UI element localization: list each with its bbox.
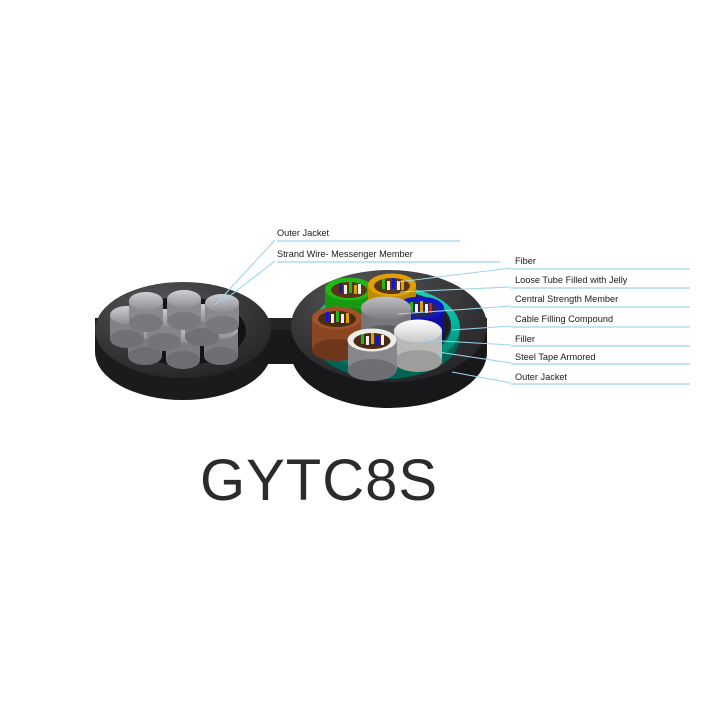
label-cable-filling-compound: Cable Filling Compound <box>515 314 613 324</box>
label-fiber: Fiber <box>515 256 536 266</box>
messenger-member-assembly <box>95 282 330 400</box>
diagram-title: GYTC8S <box>200 448 438 513</box>
leader-lines-right <box>397 267 690 385</box>
label-steel-tape-armored: Steel Tape Armored <box>515 352 596 362</box>
label-filler: Filler <box>515 334 535 344</box>
strand-wires <box>110 290 239 369</box>
filler-rod <box>394 319 442 372</box>
label-outer-jacket-right: Outer Jacket <box>515 372 568 382</box>
tube-white <box>347 328 397 381</box>
labels-right-group: Fiber Loose Tube Filled with Jelly Centr… <box>515 256 628 382</box>
label-strand-wire-messenger: Strand Wire- Messenger Member <box>277 249 413 259</box>
label-outer-jacket-left: Outer Jacket <box>277 228 330 238</box>
label-loose-tube: Loose Tube Filled with Jelly <box>515 275 628 285</box>
labels-left-group: Outer Jacket Strand Wire- Messenger Memb… <box>277 228 413 259</box>
main-cable-assembly <box>291 270 487 408</box>
leader-lines-left <box>214 239 500 306</box>
label-central-strength-member: Central Strength Member <box>515 294 618 304</box>
